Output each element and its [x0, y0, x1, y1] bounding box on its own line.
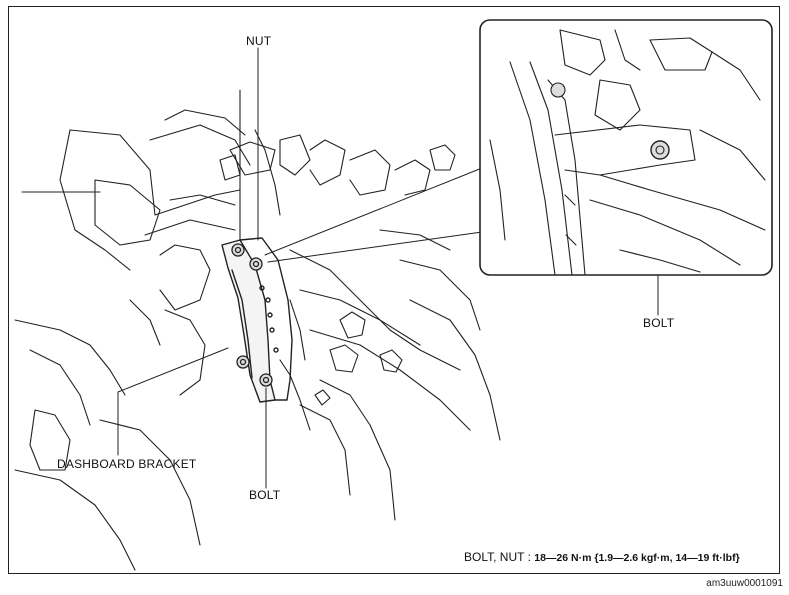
bottom-bolt-label: BOLT [249, 488, 281, 502]
detail-inset [479, 19, 773, 276]
zoom-projection [264, 167, 483, 263]
bolt-lower [259, 373, 273, 387]
inset-bolt-label: BOLT [643, 316, 675, 330]
bracket-fasteners [231, 243, 273, 387]
nut-upper [231, 243, 245, 257]
nut-label: NUT [246, 34, 272, 48]
bolt-lower-left [236, 355, 250, 369]
torque-spec: BOLT, NUT : 18—26 N·m {1.9—2.6 kgf·m, 14… [464, 550, 740, 564]
torque-spec-prefix: BOLT, NUT : [464, 550, 535, 564]
bolt-upper [249, 257, 263, 271]
dashboard-bracket-label: DASHBOARD BRACKET [57, 457, 197, 471]
torque-spec-value: 18—26 N·m {1.9—2.6 kgf·m, 14—19 ft·lbf} [534, 552, 740, 564]
dashboard-structure [14, 89, 501, 571]
inset-bolt [650, 140, 670, 160]
inset-bolt-upper [550, 82, 566, 98]
image-id: am3uuw0001091 [706, 578, 783, 589]
